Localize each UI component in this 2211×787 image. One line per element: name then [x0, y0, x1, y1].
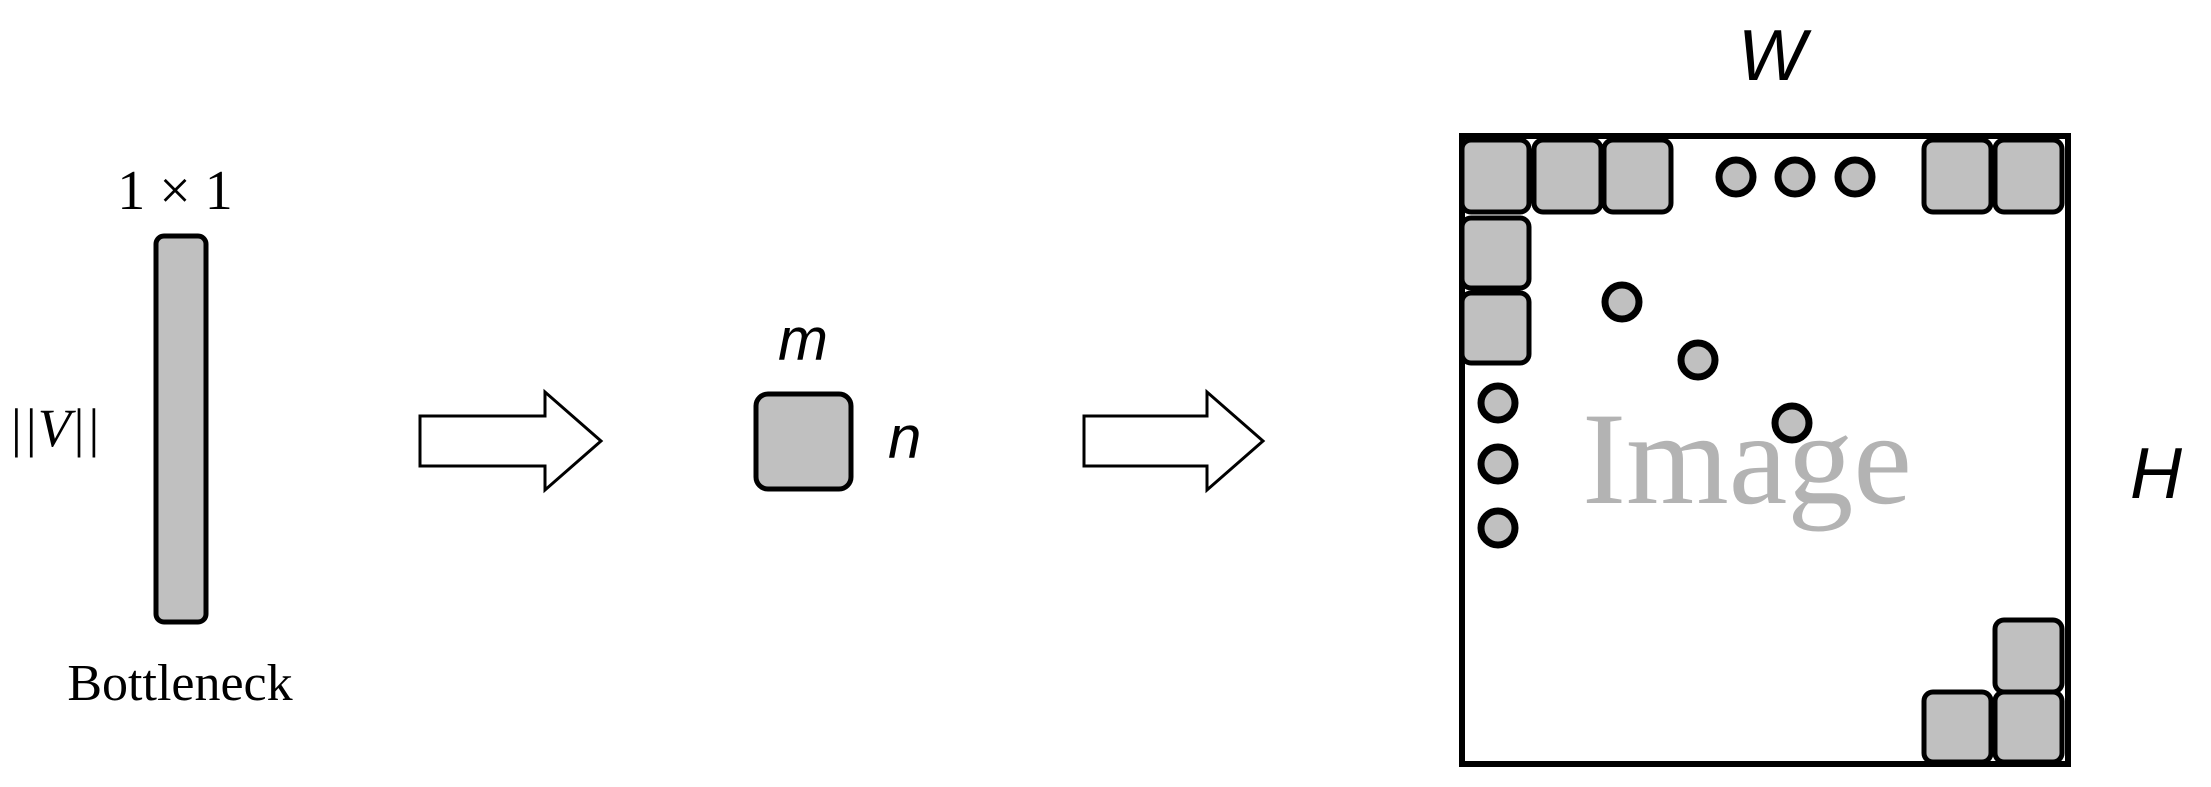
bottleneck-caption: Bottleneck — [67, 655, 292, 712]
image-label: Image — [1582, 385, 1912, 532]
ellipsis-dot — [1477, 507, 1519, 549]
image-height-label: H — [2130, 434, 2183, 514]
ellipsis-dot — [1834, 156, 1876, 198]
bottleneck-bar — [153, 233, 209, 625]
patch-cell — [1459, 137, 1532, 215]
ellipsis-dot — [1715, 156, 1757, 198]
ellipsis-dot — [1771, 402, 1813, 444]
patch-height-label: n — [888, 404, 921, 471]
patch-cell — [1921, 137, 1994, 215]
patch-cell — [1992, 689, 2065, 765]
patch-cell — [1459, 215, 1532, 291]
patch-cell — [1531, 137, 1604, 215]
patch-cell — [1992, 617, 2065, 695]
image-frame — [1459, 133, 2071, 767]
patch-width-label: m — [778, 306, 828, 373]
image-width-label: W — [1738, 16, 1812, 96]
patch-cell — [1459, 290, 1532, 366]
ellipsis-dot — [1601, 281, 1643, 323]
patch-cell — [1992, 137, 2065, 215]
ellipsis-dot — [1477, 443, 1519, 485]
ellipsis-dot — [1477, 382, 1519, 424]
right-arrow-icon — [1082, 388, 1266, 494]
ellipsis-dot — [1774, 156, 1816, 198]
ellipsis-dot — [1677, 339, 1719, 381]
bottleneck-group: 1 × 1 ||V|| Bottleneck — [8, 160, 293, 712]
patch-cell — [1921, 689, 1994, 765]
patch-cell — [1601, 137, 1674, 215]
patch-group: m n — [753, 306, 921, 492]
bottleneck-size-label: 1 × 1 — [117, 160, 233, 222]
bottleneck-length-label: ||V|| — [8, 398, 100, 458]
image-group: Image W H — [1459, 16, 2183, 767]
patch-square — [753, 391, 854, 492]
right-arrow-icon — [418, 388, 604, 494]
